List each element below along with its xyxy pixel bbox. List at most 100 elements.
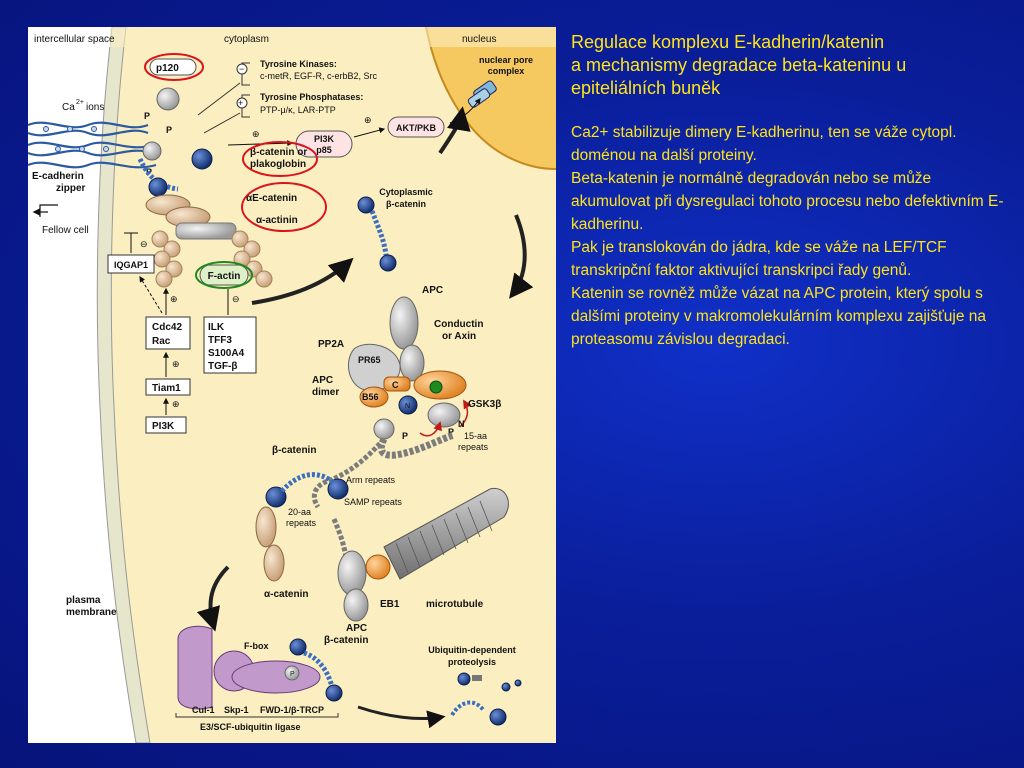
cyto-bcat-ball-1	[357, 196, 375, 214]
arm-repeat-chain	[280, 472, 336, 493]
header-white	[28, 27, 110, 47]
arrow-to-apc	[509, 214, 534, 299]
paragraph-degradation: Beta-katenin je normálně degradován nebo…	[571, 170, 1004, 233]
cdc42-to-iqgap	[139, 275, 163, 314]
label-tff3: TFF3	[208, 335, 232, 346]
arrow-factin-to-cyto	[251, 257, 354, 305]
bcat-scf-ball-2	[325, 684, 343, 702]
label-intercellular: intercellular space	[34, 34, 115, 45]
calcium-ions	[43, 126, 109, 152]
pi3k-low-box	[145, 416, 187, 434]
slide-title: Regulace komplexu E-kadherin/katenin a m…	[571, 31, 1011, 100]
label-ca-ions: ions	[86, 102, 104, 113]
label-tk-title: Tyrosine Kinases:	[260, 59, 337, 69]
cdc42-rac-box	[145, 316, 191, 350]
nuclear-pore-complex: nuclear pore complex	[467, 55, 533, 108]
title-line-3: epiteliálních buněk	[571, 78, 721, 98]
label-nucleus: nucleus	[462, 34, 496, 45]
paragraph-apc: Katenin se rovněž může vázat na APC prot…	[571, 285, 987, 348]
label-iqgap1: IQGAP1	[114, 260, 148, 270]
iqgap1-box	[107, 254, 155, 274]
highlight-p120	[144, 53, 204, 81]
pi3k-to-akt-arrow	[353, 127, 386, 138]
label-acatenin: α-catenin	[264, 589, 309, 600]
label-factin: F-actin	[208, 271, 241, 282]
label-apc-top: APC	[422, 285, 443, 296]
label-plasma: plasma	[66, 595, 101, 606]
beta-catenin-ball-1	[191, 148, 213, 170]
label-p-1: P	[144, 111, 150, 121]
label-p-c2: P	[448, 427, 454, 437]
p120-complex: p120 P P P	[142, 53, 204, 177]
label-ubiq-2: proteolysis	[448, 657, 496, 667]
label-samp-repeats: SAMP repeats	[344, 497, 402, 507]
label-fbox: F-box	[244, 641, 269, 651]
b56-shape	[359, 386, 389, 408]
mid-bcat-ball-2	[327, 478, 349, 500]
label-ilk: ILK	[208, 322, 225, 333]
nuclear-envelope	[425, 27, 556, 170]
tiam1-box	[145, 378, 191, 396]
tk-inhibit-line	[197, 82, 241, 116]
tp-plus-sign	[236, 97, 248, 109]
minus-iqgap: ⊖	[140, 239, 148, 249]
label-apc-dimer-2: dimer	[312, 387, 339, 398]
label-apc-low: APC	[346, 623, 367, 634]
label-rac: Rac	[152, 336, 171, 347]
header-bar	[28, 27, 556, 47]
cyto-bcat-arm	[369, 210, 389, 256]
scf-bracket	[175, 713, 339, 718]
plus-2: ⊕	[364, 115, 372, 125]
label-gsk3b: GSK3β	[468, 399, 501, 410]
highlight-factin	[195, 261, 253, 289]
factin-box	[199, 264, 249, 286]
label-p-scf: P	[290, 671, 295, 678]
label-cytoplasm: cytoplasm	[224, 34, 269, 45]
bcat-scf-chain	[303, 650, 335, 688]
label-eb1: EB1	[380, 599, 400, 610]
label-zipper: zipper	[56, 183, 86, 194]
label-p-c1: P	[402, 431, 408, 441]
plus-cdc: ⊕	[172, 359, 180, 369]
apc-dimer-chain	[377, 431, 456, 459]
tk-minus-sign	[236, 63, 248, 75]
ilk-group-box	[203, 316, 257, 374]
pathway-diagram: intercellular space cytoplasm nucleus nu…	[28, 27, 556, 743]
paragraph-calcium: Ca2+ stabilizuje dimery E-kadherinu, ten…	[571, 124, 957, 164]
eb1-ball	[365, 554, 391, 580]
label-b56: B56	[362, 392, 379, 402]
label-cyto-bcat-2: β-catenin	[386, 199, 426, 209]
label-n-c: N	[458, 419, 465, 429]
label-cul1: Cul-1	[192, 705, 215, 715]
label-ecadherin: E-cadherin	[32, 171, 84, 182]
bcat-in-complex	[398, 395, 418, 415]
apc-top-shape	[389, 296, 419, 350]
gsk3b-shape	[427, 402, 461, 428]
label-tk-items: c-metR, EGF-R, c-erbB2, Src	[260, 71, 378, 81]
plus-tiam: ⊕	[172, 399, 180, 409]
label-aecat: αE-catenin	[246, 193, 297, 204]
label-p85: p85	[316, 145, 332, 155]
f-actin-beads	[151, 230, 273, 288]
label-cyto-bcat-1: Cytoplasmic	[379, 187, 433, 197]
label-pp2a: PP2A	[318, 339, 344, 350]
gsk-binding	[429, 380, 443, 394]
apc-low-1	[337, 550, 367, 596]
label-apc-dimer-1: APC	[312, 375, 333, 386]
apc-low-2	[343, 588, 369, 622]
label-membrane: membrane	[66, 607, 117, 618]
label-akt: AKT/PKB	[396, 123, 436, 133]
label-bcat-mid: β-catenin	[272, 445, 316, 456]
label-p-2: P	[166, 125, 172, 135]
label-p120: p120	[156, 63, 179, 74]
label-bcat-1: β-catenin or	[250, 147, 307, 158]
label-tiam1: Tiam1	[152, 383, 181, 394]
scf-ligase: P	[177, 625, 343, 710]
phospho-arrow-2	[459, 399, 472, 428]
label-nuclear-pore-1: nuclear pore	[479, 55, 533, 65]
label-s100a4: S100A4	[208, 348, 245, 359]
label-fwd1: FWD-1/β-TRCP	[260, 705, 324, 715]
label-tgfb: TGF-β	[208, 361, 237, 372]
label-aactinin: α-actinin	[256, 215, 298, 226]
arrow-to-scf	[196, 565, 230, 632]
